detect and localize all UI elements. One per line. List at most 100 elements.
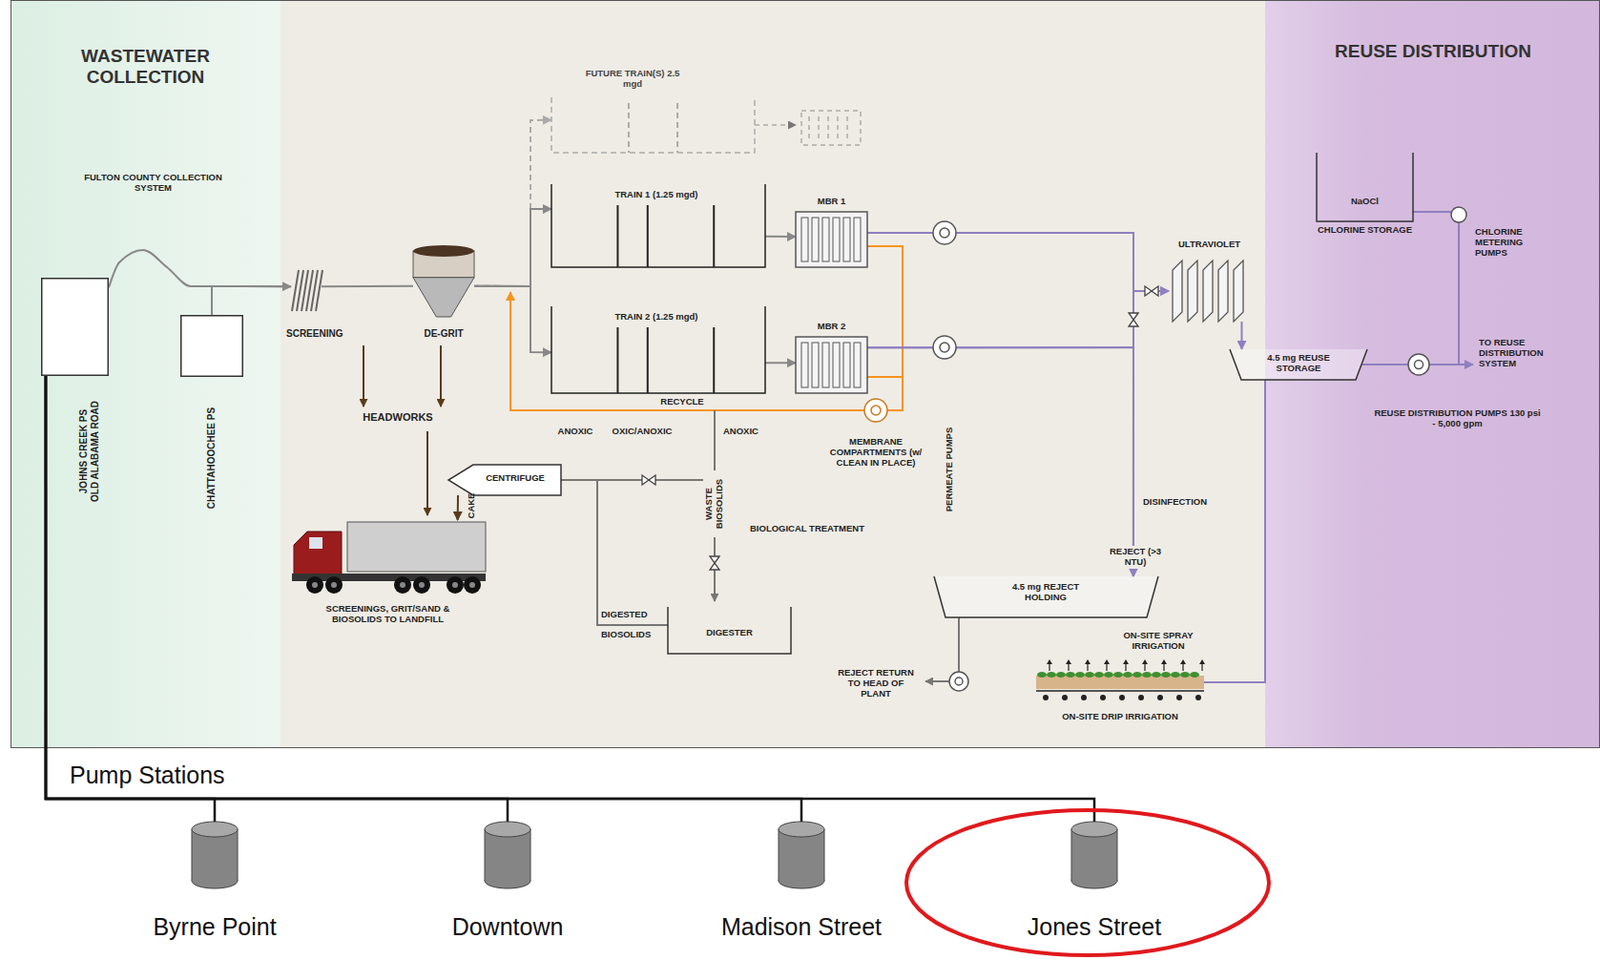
pipe-connector bbox=[108, 249, 291, 288]
irrigation-field-shape bbox=[1042, 694, 1049, 701]
pump-symbol bbox=[1408, 353, 1430, 375]
haul-truck-shape bbox=[399, 581, 406, 588]
irrigation-field-shape bbox=[1103, 659, 1110, 665]
pump-symbol bbox=[933, 335, 956, 359]
callout-label: REUSE DISTRIBUTION PUMPS 130 psi - 5,000… bbox=[1373, 408, 1541, 430]
treatment-train: TRAIN 1 (1.25 mgd) bbox=[551, 184, 766, 268]
pump-symbol bbox=[939, 342, 950, 353]
node-label: Downtown bbox=[402, 913, 613, 941]
callout-label: RECYCLE bbox=[652, 396, 712, 408]
future-train-equipment bbox=[801, 110, 861, 146]
pump-station-shape bbox=[778, 821, 825, 889]
irrigation-field-shape bbox=[1180, 659, 1186, 665]
pump-symbol bbox=[864, 207, 1467, 691]
treatment-train-shape bbox=[616, 327, 619, 394]
bar-screen: SCREENING bbox=[290, 270, 322, 312]
haul-truck-shape bbox=[413, 576, 431, 594]
node-label: Byrne Point bbox=[109, 913, 320, 941]
callout-label: CHLORINE METERING PUMPS bbox=[1475, 227, 1552, 259]
irrigation-field-shape bbox=[1163, 663, 1164, 671]
membrane-bioreactor-shape bbox=[822, 342, 830, 388]
grit-hopper-shape bbox=[413, 277, 475, 317]
irrigation-field-shape bbox=[1151, 671, 1162, 678]
uv-reactor-shape bbox=[1218, 260, 1228, 322]
treatment-train: TRAIN 2 (1.25 mgd) bbox=[551, 306, 766, 394]
centrifuge-shape bbox=[448, 464, 562, 496]
pump-symbol bbox=[933, 335, 956, 359]
membrane-bioreactor-shape bbox=[832, 217, 840, 262]
future-train-shape bbox=[627, 103, 630, 153]
reject-return-line bbox=[957, 617, 960, 672]
irrigation-field-shape bbox=[1132, 671, 1143, 678]
membrane-bioreactor-shape bbox=[795, 336, 868, 394]
callout-label: REJECT (>3 NTU) bbox=[1104, 545, 1166, 569]
pump-station: Byrne Point bbox=[191, 821, 238, 889]
pipe-connector bbox=[867, 232, 1169, 291]
irrigation-field-shape bbox=[1138, 694, 1144, 701]
node-label: NaOCl bbox=[1316, 196, 1413, 208]
valve-symbol bbox=[642, 286, 1159, 570]
membrane-bioreactor-shape bbox=[843, 342, 851, 388]
highlight-ellipse bbox=[906, 810, 1269, 956]
irrigation-field-shape bbox=[1046, 671, 1057, 678]
pipe-connector bbox=[45, 375, 508, 822]
membrane-bioreactor-shape bbox=[811, 217, 819, 262]
callout-label: FULTON COUNTY COLLECTION SYSTEM bbox=[83, 172, 223, 194]
reject-return-line bbox=[925, 617, 959, 682]
haul-truck-shape bbox=[469, 581, 476, 588]
treatment-train-shape bbox=[551, 184, 766, 268]
membrane-bioreactor-shape bbox=[843, 217, 851, 262]
irrigation-field-shape bbox=[1061, 694, 1068, 701]
haul-truck-shape bbox=[331, 581, 337, 588]
pipe-connector bbox=[474, 120, 552, 287]
irrigation-field-shape bbox=[1180, 671, 1190, 678]
treatment-train-shape bbox=[646, 205, 649, 268]
pump-symbol bbox=[1408, 353, 1430, 375]
callout-label: DIGESTED bbox=[601, 609, 666, 621]
pump-symbol bbox=[871, 405, 881, 416]
irrigation-field-shape bbox=[1157, 694, 1164, 701]
chlorine-and-distribution-piping bbox=[1361, 363, 1409, 366]
irrigation-field-shape bbox=[1048, 663, 1050, 671]
node-label: DE-GRIT bbox=[405, 328, 482, 340]
pipe-connector bbox=[561, 479, 668, 625]
irrigation-field-shape bbox=[1094, 671, 1104, 678]
pipe-connector bbox=[1204, 379, 1266, 683]
irrigation-field-shape bbox=[1056, 671, 1066, 678]
irrigation-field-shape bbox=[1119, 694, 1125, 701]
membrane-bioreactor-shape bbox=[801, 217, 809, 262]
irrigation-field-shape bbox=[1195, 694, 1202, 701]
pump-symbol bbox=[933, 221, 956, 245]
node-label: SCREENING bbox=[286, 328, 363, 340]
pump-station-shape bbox=[1071, 821, 1118, 837]
irrigation-field-shape bbox=[1080, 694, 1087, 701]
valve-symbol bbox=[1144, 286, 1159, 296]
membrane-bioreactor-shape bbox=[801, 342, 809, 388]
node-label: DIGESTER bbox=[671, 627, 788, 639]
irrigation-field-shape bbox=[1122, 659, 1129, 665]
callout-label: ANOXIC bbox=[723, 426, 771, 437]
callout-label: BIOLOGICAL TREATMENT bbox=[749, 523, 922, 535]
membrane-bioreactor-shape bbox=[811, 342, 819, 388]
pump-symbol bbox=[1451, 207, 1467, 223]
pump-station: Jones Street bbox=[1071, 821, 1118, 889]
band-grounds bbox=[10, 0, 1600, 749]
haul-truck-shape bbox=[293, 531, 342, 576]
irrigation-field-shape bbox=[1170, 671, 1181, 678]
membrane-bioreactor-shape bbox=[822, 217, 830, 262]
irrigation-field-shape bbox=[1142, 659, 1148, 665]
pump-station-shape bbox=[191, 821, 238, 889]
irrigation-field: ON-SITE SPRAY IRRIGATIONON-SITE DRIP IRR… bbox=[1036, 660, 1205, 705]
pump-station-box-shape bbox=[180, 314, 244, 377]
node-label: WASTEWATER COLLECTION bbox=[29, 45, 262, 88]
treatment-train-shape bbox=[646, 327, 649, 394]
treatment-train-shape bbox=[712, 327, 715, 394]
chlorine-tank-shape bbox=[1316, 152, 1413, 222]
irrigation-field-shape bbox=[1122, 671, 1133, 678]
irrigation-field-shape bbox=[1143, 663, 1145, 671]
callout-label: REJECT RETURN TO HEAD OF PLANT bbox=[831, 667, 920, 700]
pipe-connector bbox=[765, 361, 796, 364]
chlorine-tank: NaOClCHLORINE STORAGE bbox=[1316, 152, 1413, 222]
